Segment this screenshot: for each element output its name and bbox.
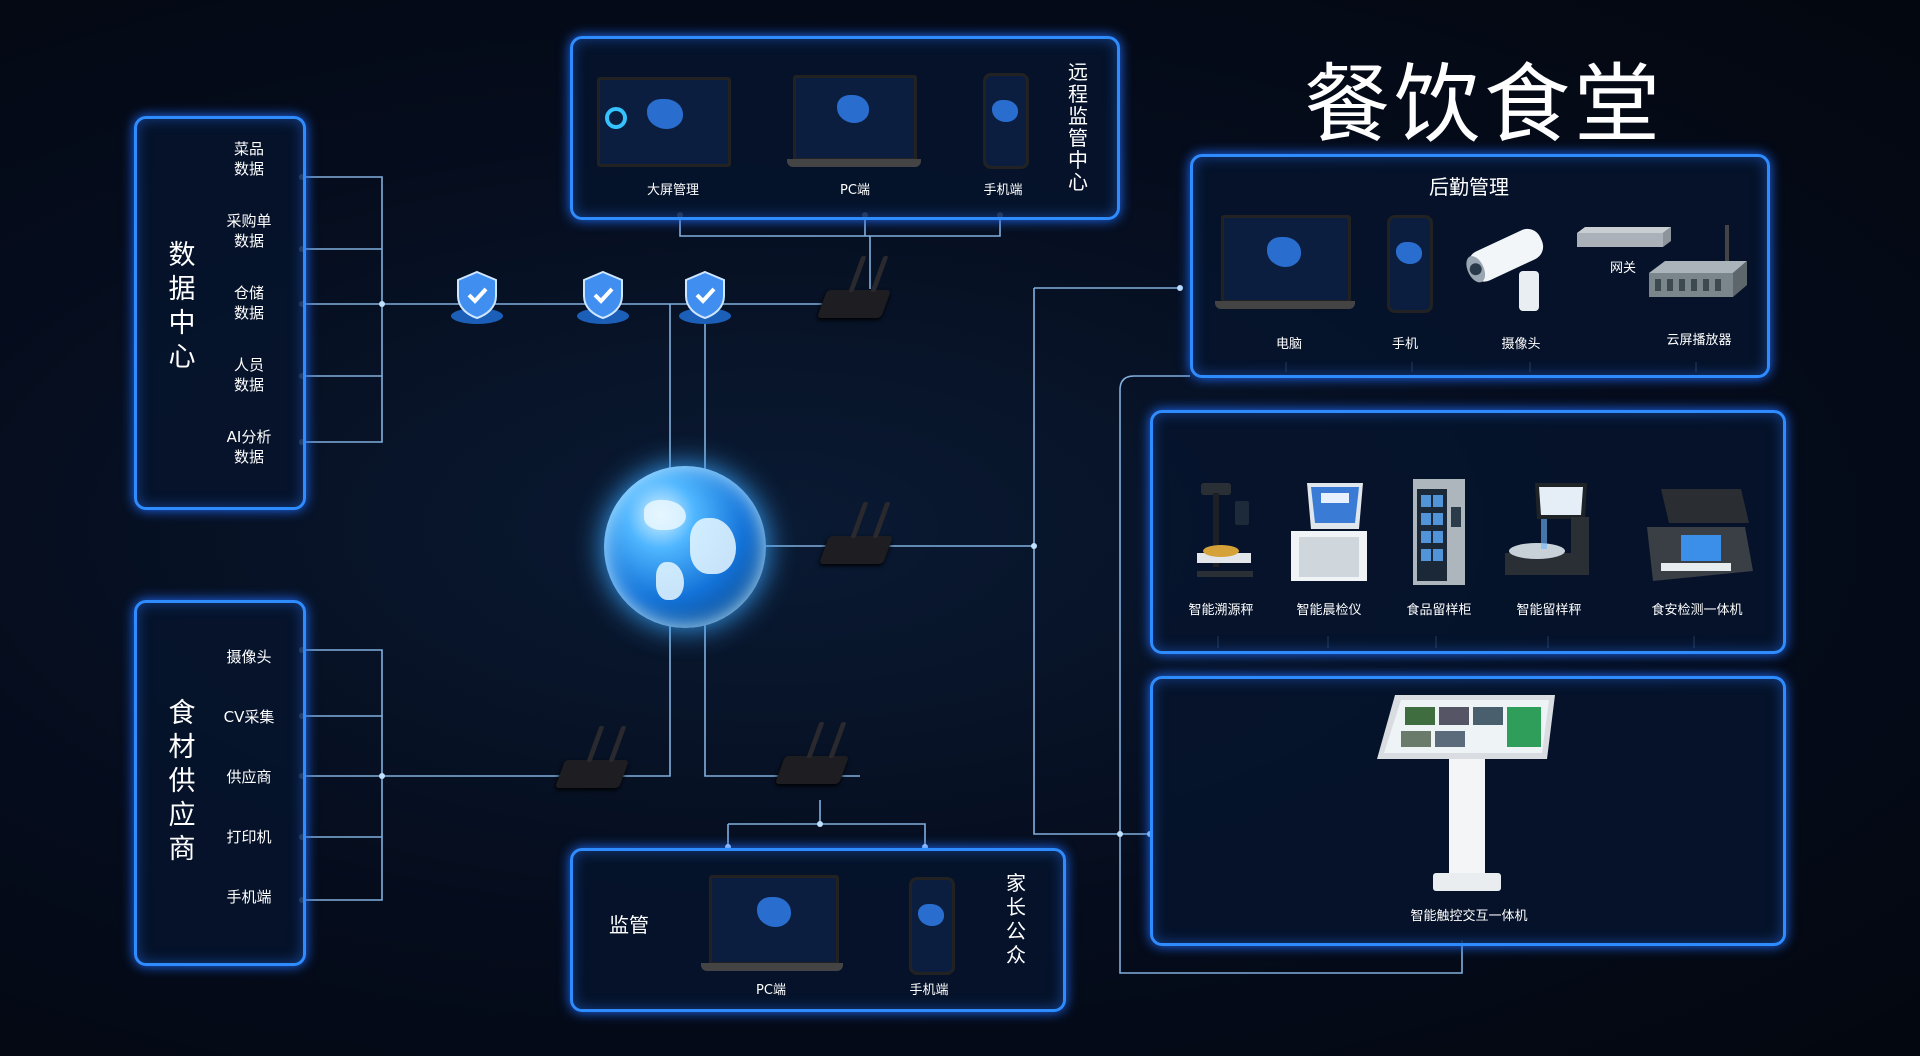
camera-icon — [1466, 228, 1544, 311]
remote-device-label: 手机端 — [983, 183, 1023, 198]
data-center-item: 菜品 数据 — [233, 140, 264, 178]
router-icon — [554, 760, 630, 788]
smart-device-label: 智能溯源秤 — [1188, 603, 1254, 618]
morning-check-icon — [1291, 483, 1367, 581]
gateway-icon — [1577, 227, 1671, 247]
remote-device-label: PC端 — [840, 183, 870, 198]
supervision-pc-icon — [701, 875, 843, 973]
data-center-item: 采购单 数据 — [226, 212, 272, 250]
sample-cabinet-icon — [1413, 479, 1465, 585]
supervision-device-label: 手机端 — [909, 983, 949, 998]
data-center-item: 人员 数据 — [233, 356, 264, 394]
smart-devices-panel: 智能溯源秤 智能晨检仪 食品留样柜 智能留样秤 食安检测一体机 — [1150, 410, 1786, 654]
supplier-item: CV采集 — [223, 708, 275, 726]
security-shield-icon — [577, 270, 629, 324]
router-icon — [818, 536, 894, 564]
data-center-panel: 数据中心 菜品 数据 采购单 数据 仓储 数据 人员 数据 AI分析 数据 — [134, 116, 306, 510]
supervision-phone-icon — [909, 877, 955, 975]
router-icon — [816, 290, 892, 318]
supervision-device-label: PC端 — [756, 983, 786, 998]
cloud-player-icon — [1649, 225, 1747, 297]
supplier-item: 供应商 — [226, 768, 272, 786]
logistics-device-label: 手机 — [1391, 337, 1418, 352]
supplier-title: 食材供应商 — [168, 698, 196, 865]
trace-scale-icon — [1197, 483, 1253, 577]
sample-scale-icon — [1505, 483, 1589, 575]
remote-center-title: 远程监管中心 — [1068, 60, 1088, 194]
kiosk-label: 智能触控交互一体机 — [1410, 909, 1528, 924]
router-icon — [774, 756, 850, 784]
supervision-title: 监管 — [609, 913, 649, 937]
data-center-item: 仓储 数据 — [233, 284, 264, 322]
security-shield-icon — [451, 270, 503, 324]
computer-icon — [1215, 215, 1355, 311]
logistics-device-label: 摄像头 — [1501, 337, 1541, 352]
big-screen-icon — [597, 77, 731, 167]
supplier-panel: 食材供应商 摄像头 CV采集 供应商 打印机 手机端 — [134, 600, 306, 966]
supplier-item: 摄像头 — [226, 648, 272, 666]
remote-device-label: 大屏管理 — [646, 183, 699, 198]
smart-device-label: 食安检测一体机 — [1651, 603, 1743, 618]
phone-icon — [983, 73, 1029, 169]
logistics-title: 后勤管理 — [1429, 175, 1509, 199]
logistics-device-label: 云屏播放器 — [1666, 333, 1732, 348]
logistics-panel: 后勤管理 电脑 手机 摄像头 网关 云屏播放器 — [1190, 154, 1770, 378]
supplier-item: 打印机 — [226, 828, 272, 846]
pc-icon — [787, 75, 921, 169]
kiosk-panel: 智能触控交互一体机 — [1150, 676, 1786, 946]
mobile-icon — [1387, 215, 1433, 313]
food-safety-tester-icon — [1647, 489, 1753, 581]
supplier-item: 手机端 — [226, 888, 272, 906]
smart-device-label: 智能晨检仪 — [1296, 603, 1362, 618]
smart-device-label: 食品留样柜 — [1406, 603, 1472, 618]
touch-kiosk-icon — [1377, 695, 1555, 891]
security-shield-icon — [679, 270, 731, 324]
smart-device-label: 智能留样秤 — [1516, 603, 1582, 618]
main-title: 餐饮食堂 — [1304, 55, 1664, 155]
supervision-panel: 监管 PC端 手机端 家长 公众 — [570, 848, 1066, 1012]
parents-public-title: 家长 公众 — [1006, 871, 1026, 967]
logistics-device-label: 网关 — [1609, 261, 1636, 276]
logistics-device-label: 电脑 — [1275, 337, 1302, 352]
internet-globe-icon — [604, 466, 766, 628]
data-center-item: AI分析 数据 — [226, 428, 272, 466]
remote-center-panel: 大屏管理 PC端 手机端 远程监管中心 — [570, 36, 1120, 220]
data-center-title: 数据中心 — [168, 240, 196, 373]
